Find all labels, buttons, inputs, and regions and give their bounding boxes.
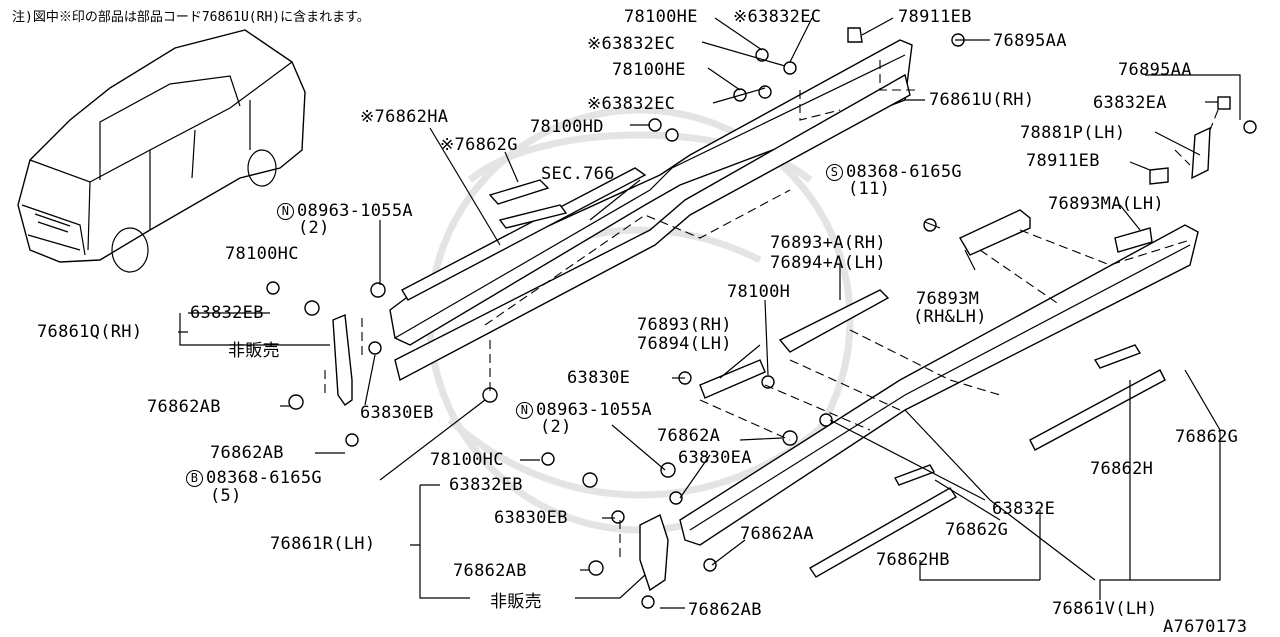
label-76862G-2[interactable]: 76862G <box>1175 427 1239 447</box>
label-78100HE-2[interactable]: 78100HE <box>612 60 686 80</box>
fasteners <box>266 48 937 609</box>
garnish-76861v-lh <box>679 224 1199 578</box>
label-08368-6165G-5-text: 08368-6165G <box>206 468 322 488</box>
label-63832EC-2[interactable]: ※63832EC <box>587 34 676 54</box>
label-63832E[interactable]: 63832E <box>992 499 1056 519</box>
figure-id: A7670173 <box>1163 617 1248 637</box>
label-not-for-sale-2: 非販売 <box>490 592 542 612</box>
label-78881P-LH[interactable]: 78881P(LH) <box>1020 123 1126 143</box>
label-63832EC-1[interactable]: ※63832EC <box>733 7 822 27</box>
label-qty-2b: (2) <box>540 417 572 437</box>
rear-fasteners-rh <box>847 27 1257 185</box>
label-qty-5: (5) <box>210 486 242 506</box>
label-76895AA-2[interactable]: 76895AA <box>1118 60 1192 80</box>
n-symbol-icon: N <box>277 203 294 220</box>
n-symbol-icon: N <box>516 402 533 419</box>
label-76894A-LH[interactable]: 76894+A(LH) <box>770 253 886 273</box>
label-76861R-LH[interactable]: 76861R(LH) <box>270 534 376 554</box>
leader-lines <box>178 17 1241 609</box>
label-76862HB[interactable]: 76862HB <box>876 550 950 570</box>
mudguard-76861r-lh <box>639 514 669 592</box>
label-78100HD[interactable]: 78100HD <box>530 117 604 137</box>
b-symbol-icon: B <box>186 470 203 487</box>
label-63830EA[interactable]: 63830EA <box>678 448 752 468</box>
label-78911EB-1[interactable]: 78911EB <box>898 7 972 27</box>
van-illustration <box>17 29 306 273</box>
label-63832EB-2[interactable]: 63832EB <box>449 475 523 495</box>
label-63830EB-1[interactable]: 63830EB <box>360 403 434 423</box>
label-not-for-sale-1: 非販売 <box>228 341 280 361</box>
label-76862AA[interactable]: 76862AA <box>740 524 814 544</box>
label-76893A-RH[interactable]: 76893+A(RH) <box>770 233 886 253</box>
label-76861Q-RH[interactable]: 76861Q(RH) <box>37 322 143 342</box>
label-78100HC-1[interactable]: 78100HC <box>225 244 299 264</box>
label-63830EB-2[interactable]: 63830EB <box>494 508 568 528</box>
label-76862A[interactable]: 76862A <box>657 426 721 446</box>
label-76862AB-2[interactable]: 76862AB <box>210 443 284 463</box>
label-76862AB-4[interactable]: 76862AB <box>688 600 762 620</box>
mudguard-76861q-rh <box>332 313 353 406</box>
label-76862AB-3[interactable]: 76862AB <box>453 561 527 581</box>
note-text: 注)図中※印の部品は部品コード76861U(RH)に含まれます。 <box>12 10 370 25</box>
label-78100HE-1[interactable]: 78100HE <box>624 7 698 27</box>
label-78100HC-2[interactable]: 78100HC <box>430 450 504 470</box>
s-symbol-icon: S <box>826 164 843 181</box>
label-78911EB-2[interactable]: 78911EB <box>1026 151 1100 171</box>
label-76895AA-1[interactable]: 76895AA <box>993 31 1067 51</box>
label-76893-RH[interactable]: 76893(RH) <box>637 315 732 335</box>
label-08963-1055A-bot-text: 08963-1055A <box>536 400 652 420</box>
label-76861V-LH[interactable]: 76861V(LH) <box>1052 599 1158 619</box>
label-78100H[interactable]: 78100H <box>727 282 791 302</box>
label-76861U-RH[interactable]: 76861U(RH) <box>929 90 1035 110</box>
label-76862G-3[interactable]: 76862G <box>945 520 1009 540</box>
garnish-76861u-rh <box>389 39 913 382</box>
label-rh-lh: (RH&LH) <box>913 307 987 327</box>
assembly-lines <box>324 60 1219 560</box>
label-qty-2a: (2) <box>298 218 330 238</box>
moldings-rh <box>401 167 647 301</box>
label-76862G-1[interactable]: ※76862G <box>440 135 518 155</box>
label-76862AB-1[interactable]: 76862AB <box>147 397 221 417</box>
label-63832EC-3[interactable]: ※63832EC <box>587 94 676 114</box>
label-63830E[interactable]: 63830E <box>567 368 631 388</box>
label-08368-6165G-11-text: 08368-6165G <box>846 162 962 182</box>
label-sec-766[interactable]: SEC.766 <box>541 164 615 184</box>
label-qty-11: (11) <box>848 179 891 199</box>
label-76893M[interactable]: 76893M <box>916 289 980 309</box>
brackets <box>699 209 1153 399</box>
label-08963-1055A-top-text: 08963-1055A <box>297 201 413 221</box>
label-76894-LH[interactable]: 76894(LH) <box>637 334 732 354</box>
label-76893MA-LH[interactable]: 76893MA(LH) <box>1048 194 1164 214</box>
label-76862HA[interactable]: ※76862HA <box>360 107 449 127</box>
label-76862H[interactable]: 76862H <box>1090 459 1154 479</box>
label-63832EB-1[interactable]: 63832EB <box>190 303 264 323</box>
label-63832EA[interactable]: 63832EA <box>1093 93 1167 113</box>
